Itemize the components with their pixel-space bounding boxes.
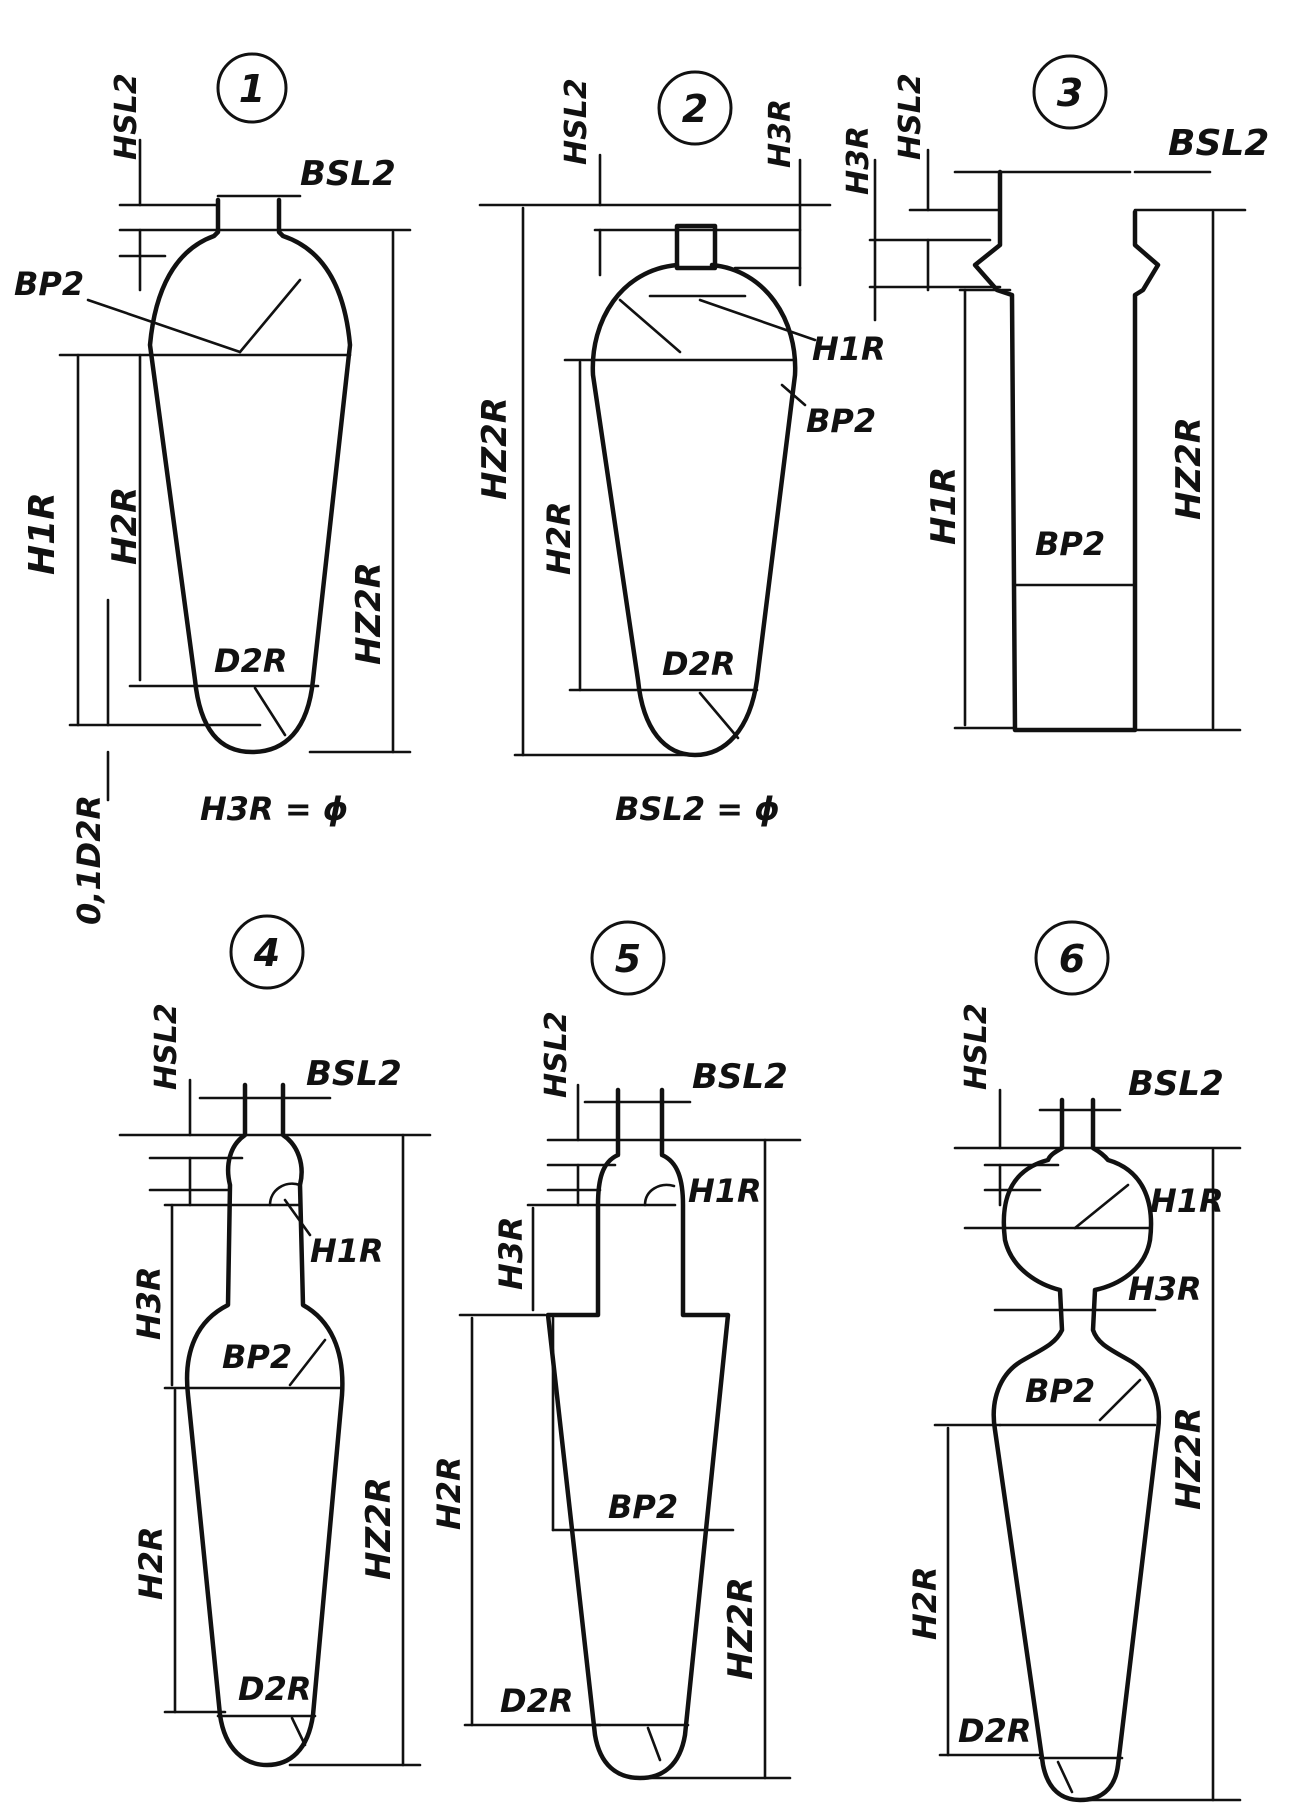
figure-5-hsl2-label: HSL2 xyxy=(539,1011,574,1098)
figure-1: 1 HSL2 BSL2 BP2 H1R H2R HZ2R D2R xyxy=(14,52,412,925)
figure-2: 2 HSL2 H3R H1R BP2 HZ2R H2R D2R xyxy=(475,70,886,828)
figure-4: 4 HSL2 BSL2 H1R H3R BP2 H2R HZ2R xyxy=(118,914,432,1768)
figure-2-d2r-label: D2R xyxy=(662,645,735,683)
figure-2-radius-arrow xyxy=(618,298,682,354)
figure-5-h1r-label: H1R xyxy=(688,1172,762,1210)
figure-1-h1r-label: H1R xyxy=(22,492,63,575)
figure-1-bp2-label: BP2 xyxy=(14,265,84,303)
figure-6-h1r-radius xyxy=(1073,1183,1130,1230)
figure-2-number: 2 xyxy=(682,87,708,131)
figure-6-bsl2-label: BSL2 xyxy=(1128,1064,1224,1104)
figure-4-bp2-label: BP2 xyxy=(222,1338,292,1376)
figure-5-d2r-radius xyxy=(646,1726,662,1762)
figure-3-number-circle xyxy=(1032,54,1108,130)
figure-6-hsl2-label: HSL2 xyxy=(959,1003,994,1090)
figure-1-number-circle xyxy=(216,52,288,124)
figure-4-number: 4 xyxy=(253,931,280,975)
figure-6-h3r-label: H3R xyxy=(1128,1270,1202,1308)
figure-1-outline xyxy=(147,197,353,755)
figure-6-d2r-radius xyxy=(1056,1760,1074,1794)
figure-3-hz2r-label: HZ2R xyxy=(1169,417,1209,520)
figure-2-number-circle xyxy=(657,70,733,146)
figure-1-bp2-leader xyxy=(86,298,242,354)
figure-1-hsl2-label: HSL2 xyxy=(109,73,144,160)
figure-6-number: 6 xyxy=(1059,937,1085,981)
figure-4-d2r-label: D2R xyxy=(238,1670,311,1708)
figure-4-number-circle xyxy=(229,914,305,990)
figure-3: 3 BSL2 HSL2 H3R H1R BP2 HZ2R xyxy=(841,54,1269,733)
figure-6-outline xyxy=(991,1097,1162,1803)
figure-3-number: 3 xyxy=(1057,71,1083,115)
figure-2-note: BSL2 = ϕ xyxy=(615,790,780,828)
figure-1-number: 1 xyxy=(239,67,265,111)
figure-1-h2r-label: H2R xyxy=(105,487,145,565)
figure-2-bp2-leader xyxy=(780,383,807,407)
figure-3-h1r-label: H1R xyxy=(924,467,964,545)
figure-4-h2r-label: H2R xyxy=(132,1526,170,1600)
figure-4-h3r-label: H3R xyxy=(130,1266,168,1340)
figure-6-h2r-label: H2R xyxy=(906,1566,944,1640)
figure-5-hz2r-label: HZ2R xyxy=(721,1577,761,1680)
figure-5-h1r-arc xyxy=(643,1183,676,1207)
figure-5-bp2-label: BP2 xyxy=(608,1488,678,1526)
figure-6-bp2-label: BP2 xyxy=(1025,1372,1095,1410)
figure-5-number: 5 xyxy=(615,937,641,981)
figure-3-hsl2-label: HSL2 xyxy=(893,73,928,160)
figure-5-bsl2-label: BSL2 xyxy=(692,1057,788,1097)
figure-6-number-circle xyxy=(1034,920,1110,996)
figure-1-note: H3R = ϕ xyxy=(200,790,348,828)
figure-5-d2r-label: D2R xyxy=(500,1682,573,1720)
figure-1-offset-label: 0,1D2R xyxy=(70,795,108,925)
figure-3-h3r-label: H3R xyxy=(841,126,876,195)
figure-2-hz2r-label: HZ2R xyxy=(475,397,515,500)
figure-5: 5 HSL2 BSL2 H1R H3R H2R BP2 HZ2R xyxy=(430,920,802,1781)
figure-5-h2r-label: H2R xyxy=(430,1456,468,1530)
figure-2-hsl2-label: HSL2 xyxy=(559,78,594,165)
figure-2-bp2-label: BP2 xyxy=(806,402,876,440)
figure-1-bsl2-label: BSL2 xyxy=(300,154,396,194)
figure-6-h1r-label: H1R xyxy=(1150,1182,1224,1220)
figure-3-bp2-label: BP2 xyxy=(1035,525,1105,563)
figure-5-number-circle xyxy=(590,920,666,996)
figure-5-h3r-label: H3R xyxy=(492,1216,530,1290)
figure-4-d2r-radius xyxy=(290,1716,307,1747)
figure-6: 6 HSL2 BSL2 H1R H3R BP2 H2R HZ2R xyxy=(906,920,1242,1803)
figure-1-d2r-label: D2R xyxy=(214,642,287,680)
figure-4-bp2-radius xyxy=(288,1338,327,1387)
figure-4-hsl2-label: HSL2 xyxy=(149,1003,184,1090)
figure-1-hz2r-label: HZ2R xyxy=(349,562,389,665)
figure-1-radius-arrow xyxy=(238,278,302,354)
figure-2-h3r-label: H3R xyxy=(763,99,798,168)
figure-6-hz2r-label: HZ2R xyxy=(1169,1407,1209,1510)
figure-4-hz2r-label: HZ2R xyxy=(359,1477,399,1580)
figure-6-bp2-radius xyxy=(1098,1378,1142,1422)
figure-4-outline xyxy=(184,1082,345,1768)
figure-4-bsl2-label: BSL2 xyxy=(306,1054,402,1094)
figure-4-h1r-label: H1R xyxy=(310,1232,384,1270)
figure-2-h2r-label: H2R xyxy=(540,501,578,575)
figure-3-bsl2-label: BSL2 xyxy=(1168,123,1269,164)
figure-2-h1r-leader xyxy=(698,298,817,342)
figure-4-h1r-leader xyxy=(283,1198,312,1237)
figure-2-h1r-label: H1R xyxy=(812,330,886,368)
figure-1-d2r-radius xyxy=(253,686,287,737)
figure-2-cap xyxy=(674,223,718,271)
figure-3-outline xyxy=(972,169,1161,733)
figure-6-d2r-label: D2R xyxy=(958,1712,1031,1750)
figure-2-d2r-radius xyxy=(698,691,740,740)
figure-4-h1r-arc xyxy=(268,1182,302,1207)
